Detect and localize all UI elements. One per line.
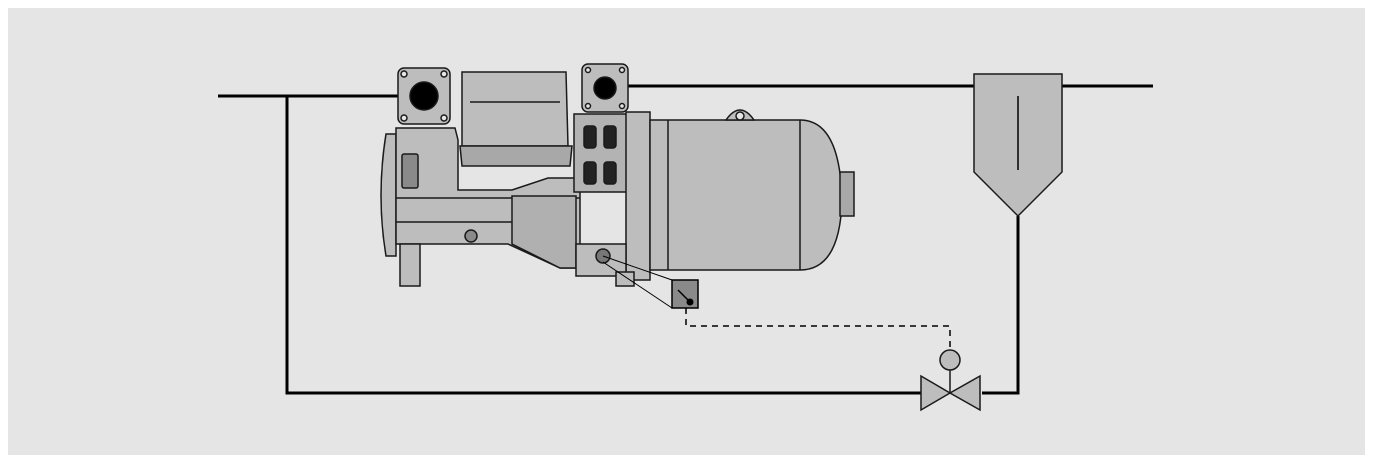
oil-separator xyxy=(973,73,1063,218)
sight-glass-icon xyxy=(464,229,478,243)
sensor-leader-top xyxy=(602,255,673,281)
compressor xyxy=(380,63,651,287)
sensor-probe-stem xyxy=(677,289,691,303)
sensor-link xyxy=(602,255,673,309)
suction-flange-bolt xyxy=(440,70,448,78)
suction-port-icon xyxy=(409,81,439,111)
terminal-connector-icon xyxy=(603,161,617,185)
discharge-flange-bolt xyxy=(618,66,626,74)
lifting-eye-hole xyxy=(735,111,745,121)
valve-body-right xyxy=(948,374,981,412)
terminal-block xyxy=(573,113,629,193)
compressor-end-cover xyxy=(380,133,397,257)
motor-end-cap xyxy=(839,171,855,217)
valve-actuator-icon xyxy=(939,349,961,371)
compressor-foot-left xyxy=(399,243,421,287)
suction-filter-cap xyxy=(459,145,573,167)
terminal-connector-icon xyxy=(583,125,597,149)
refrigeration-circuit-diagram xyxy=(8,8,1365,455)
suction-flange-bolt xyxy=(400,114,408,122)
sensor-box xyxy=(671,279,699,309)
terminal-connector-icon xyxy=(583,161,597,185)
oil-level-indicator-icon xyxy=(401,153,419,189)
diagram-canvas xyxy=(8,8,1365,455)
compressor-foot-right xyxy=(615,271,635,287)
discharge-flange-bolt xyxy=(618,102,626,110)
piping xyxy=(218,84,1153,395)
discharge-flange-bolt xyxy=(584,66,592,74)
terminal-connectors xyxy=(583,125,617,185)
suction-flange-bolt xyxy=(400,70,408,78)
valve-body-left xyxy=(920,374,952,412)
motor-flange xyxy=(625,111,651,281)
terminal-connector-icon xyxy=(603,125,617,149)
discharge-port-icon xyxy=(593,76,617,100)
oil-return-line xyxy=(982,216,1020,395)
motor-housing xyxy=(649,119,843,271)
bypass-return-line xyxy=(285,96,921,395)
sensor-fitting-icon xyxy=(595,248,611,264)
motor xyxy=(649,109,855,271)
sensor-leader-bottom xyxy=(602,261,673,309)
control-valve xyxy=(920,349,981,412)
discharge-flange-bolt xyxy=(584,102,592,110)
bearing-housing xyxy=(511,195,577,269)
suction-flange-bolt xyxy=(440,114,448,122)
suction-filter-housing xyxy=(461,71,569,147)
